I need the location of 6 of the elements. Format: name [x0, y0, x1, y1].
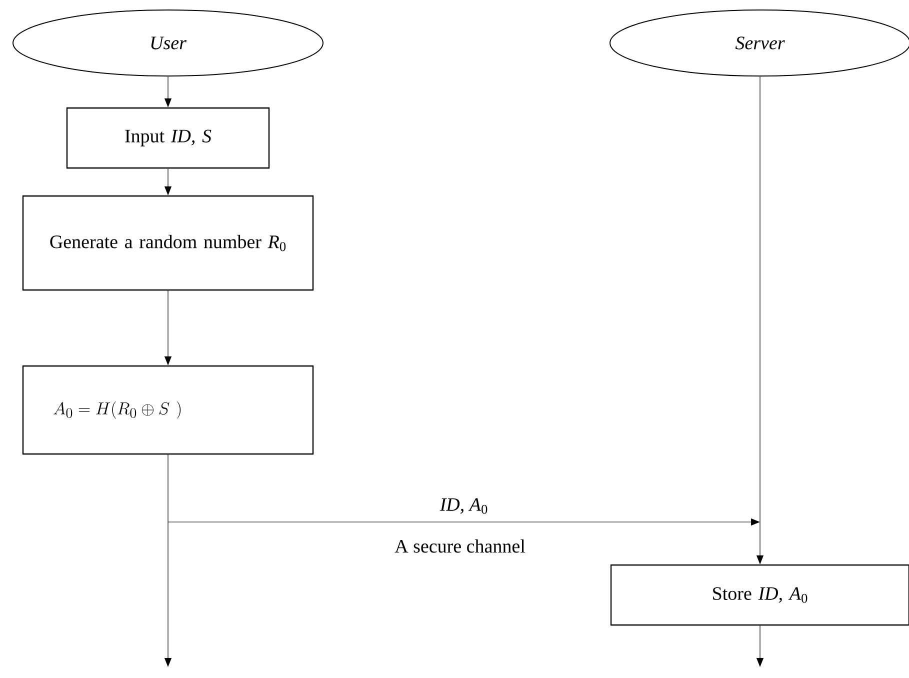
channel-label: A secure channel: [394, 539, 526, 553]
edge-label: ID, A$_{0}$: [440, 498, 488, 514]
process-box: Generate a random number R$_{0}$: [22, 195, 314, 291]
process-box: Store ID, A$_{0}$: [610, 564, 909, 626]
formula-box: $A_0 = H(R_0 \oplus S\ )$: [22, 365, 314, 455]
process-box: Input ID, S: [66, 107, 270, 169]
